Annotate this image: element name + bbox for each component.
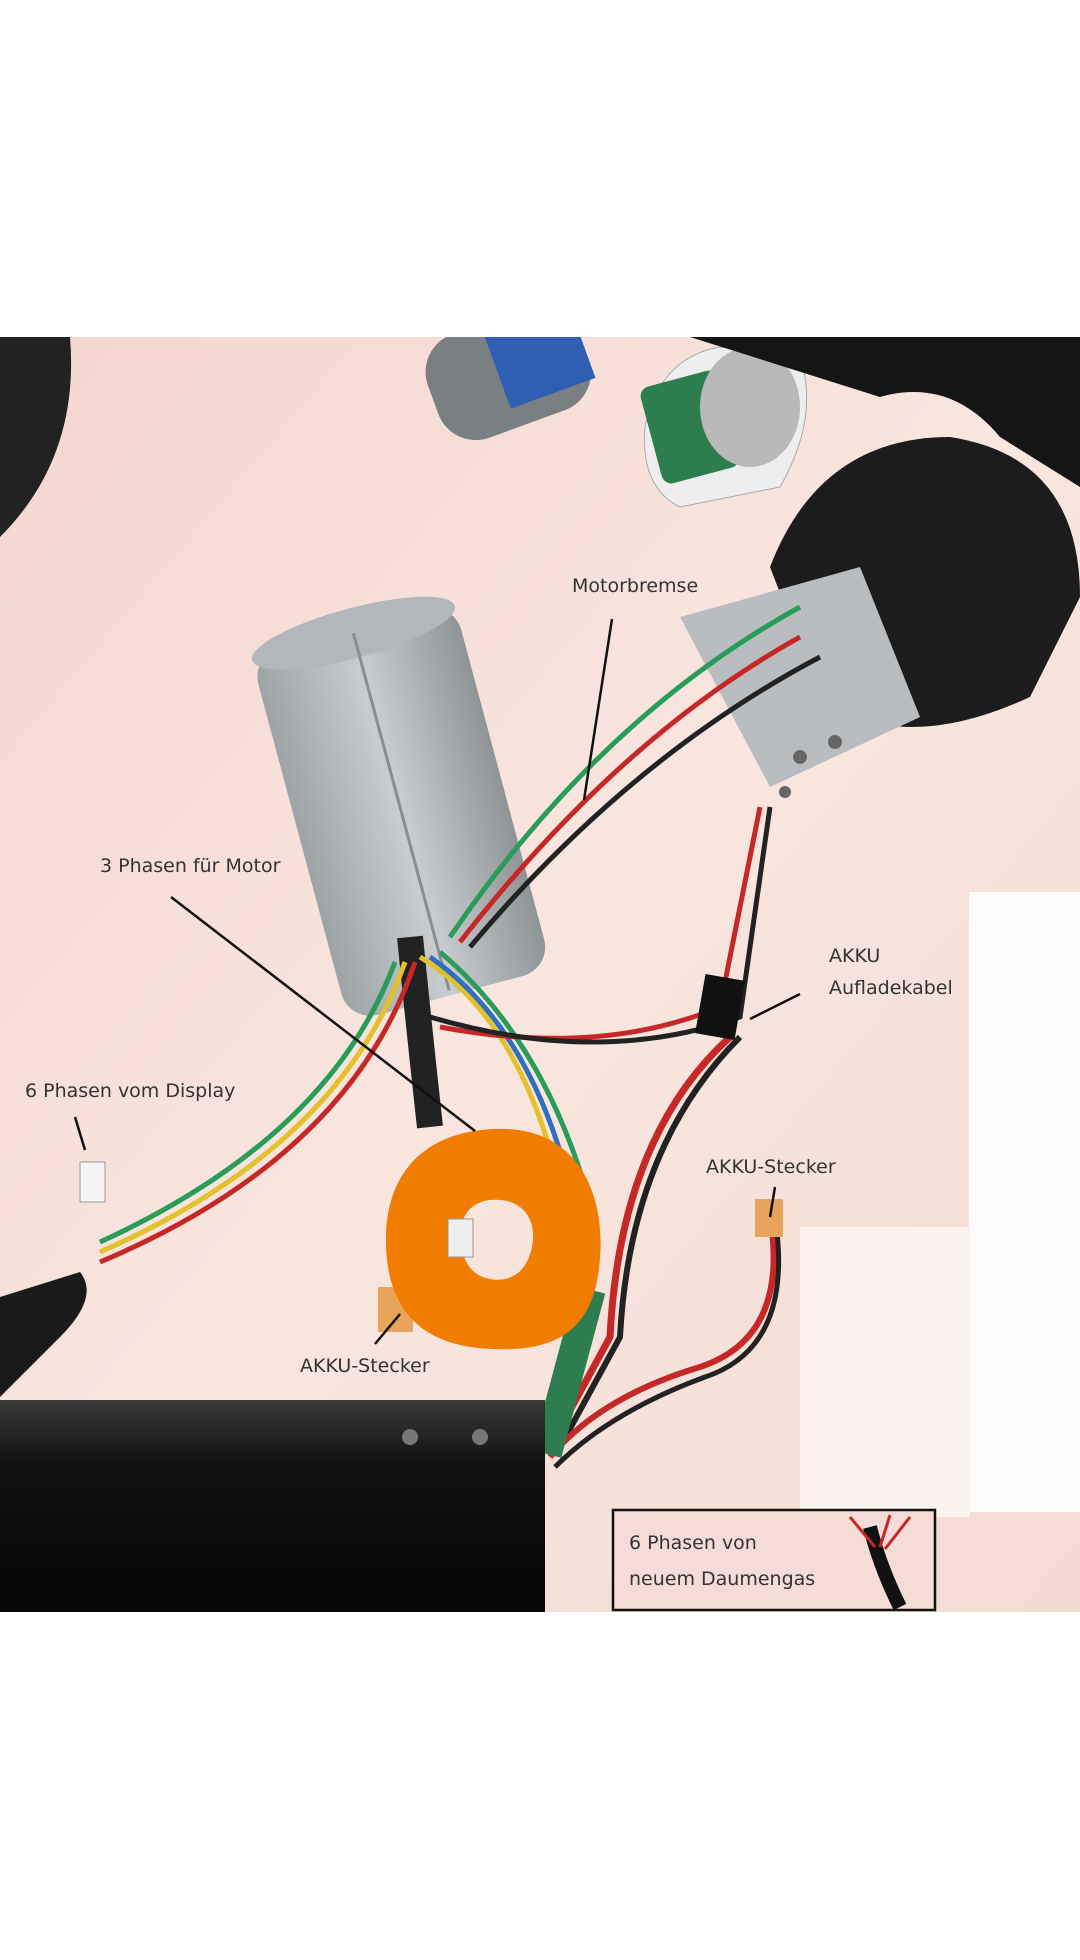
- annotation-lines: [73, 618, 801, 1345]
- label-akku-stecker-right: AKKU-Stecker: [706, 1156, 836, 1178]
- pcb-strip: [532, 1285, 606, 1458]
- scooter-deck-tube: [0, 1400, 545, 1612]
- display-connector: [79, 1161, 106, 1203]
- box-label-line2: neuem Daumengas: [629, 1568, 815, 1590]
- annotated-photo[interactable]: Motorbremse 3 Phasen für Motor 6 Phasen …: [0, 337, 1080, 1612]
- blue-tool: [425, 337, 596, 441]
- daumengas-inset-box: 6 Phasen von neuem Daumengas: [611, 1508, 937, 1612]
- motor-cylinder: [251, 596, 546, 1016]
- label-motorbremse: Motorbremse: [572, 575, 698, 597]
- label-akku: AKKU: [829, 945, 880, 967]
- white-paste-area-lower: [800, 1227, 970, 1517]
- kickstand: [0, 1272, 87, 1397]
- tire: [0, 337, 72, 537]
- label-akku-stecker-left: AKKU-Stecker: [300, 1355, 430, 1377]
- highlight-circle: [385, 1128, 601, 1350]
- box-label-line1: 6 Phasen von: [629, 1532, 757, 1554]
- label-aufladekabel: Aufladekabel: [829, 977, 953, 999]
- akku-plug-right: [755, 1199, 783, 1237]
- label-6-phasen-display: 6 Phasen vom Display: [25, 1080, 235, 1102]
- white-paste-area: [969, 892, 1080, 1512]
- wires: [98, 604, 822, 1469]
- label-3-phasen-motor: 3 Phasen für Motor: [100, 855, 281, 877]
- throttle-pcb: [640, 346, 808, 508]
- black-cable: [397, 935, 443, 1129]
- hidden-connector: [447, 1218, 474, 1258]
- handlebar: [680, 337, 1080, 798]
- akku-charge-connector: [695, 973, 745, 1041]
